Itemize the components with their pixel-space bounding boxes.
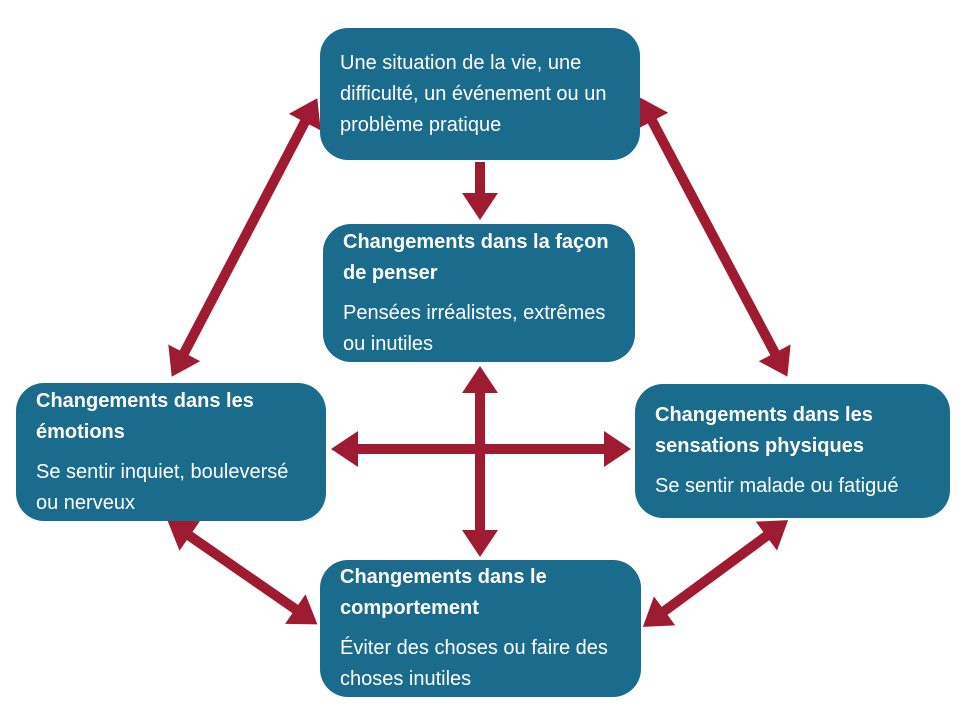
arrow-situation-physical [636,97,791,377]
arrow-physical-behaviour [642,520,789,627]
node-thoughts-title: Changements dans la façon de penser [343,230,609,284]
node-behaviour-title: Changements dans le comportement [340,566,547,619]
node-physical-title: Changements dans les sensations physique… [655,404,873,457]
node-physical-text: Se sentir malade ou fatigué [655,475,899,497]
arrow-situation-emotions [168,98,321,377]
node-behaviour: Changements dans le comportement Éviter … [320,560,641,697]
node-physical: Changements dans les sensations physique… [635,384,950,518]
node-emotions-text: Se sentir inquiet, bouleversé ou nerveux [36,460,289,514]
node-thoughts: Changements dans la façon de penser Pens… [323,224,635,362]
arrow-emotions-behaviour [167,520,318,625]
node-situation: Une situation de la vie, une difficulté,… [320,28,640,160]
node-emotions-title: Changements dans les émotions [36,389,254,443]
node-emotions: Changements dans les émotions Se sentir … [16,383,326,521]
node-behaviour-text: Éviter des choses ou faire des choses in… [340,637,608,690]
node-situation-text: Une situation de la vie, une difficulté,… [340,51,607,136]
node-thoughts-text: Pensées irréalistes, extrêmes ou inutile… [343,301,606,355]
